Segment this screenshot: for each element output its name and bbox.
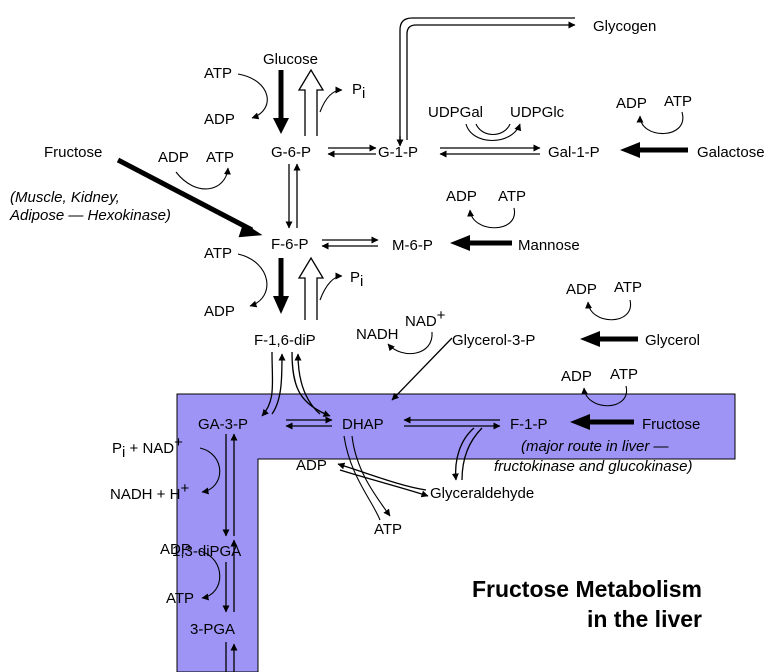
title-line-2: in the liver — [587, 606, 702, 632]
label-nad: NAD+ — [405, 307, 446, 330]
adp-atp-curve-2 — [175, 167, 231, 190]
arrowhead-fructose-f6p — [238, 222, 263, 238]
arrow-ga3p-side-to-glyceraldehyde — [339, 469, 429, 498]
arrowhead-fructose-f1p — [570, 414, 590, 430]
arrowhead-glucose-g6p — [273, 118, 289, 134]
nad-nadh-curve — [387, 331, 433, 355]
arrow-glyceraldehyde-to-ga3p-side — [337, 462, 427, 491]
adp-label-4: ADP — [204, 303, 235, 320]
note-muscle-1: (Muscle, Kidney, — [10, 189, 120, 206]
atp-adp-curve-7 — [581, 385, 627, 407]
label-udpglc: UDPGlc — [510, 104, 565, 121]
dhap-atp-curve-2 — [343, 435, 381, 521]
arrow-g1p-to-glycogen — [406, 21, 576, 140]
pi-label-1: Pi — [352, 81, 365, 102]
line-g1p-glycogen-up — [399, 17, 575, 140]
note-liver-2: fructokinase and glucokinase) — [494, 458, 692, 475]
arrow-fructose-to-f6p — [116, 157, 254, 233]
arrow-f1p-to-glyceraldehyde — [451, 427, 475, 481]
udp-exchange-curve-2 — [475, 123, 511, 136]
arrowhead-f6p-f16dip — [273, 296, 289, 314]
arrow-glycerol3p-to-dhap — [391, 337, 453, 401]
note-muscle-2: Adipose — Hexokinase) — [9, 207, 171, 224]
label-dhap: DHAP — [342, 416, 384, 433]
atp-label-liver: ATP — [166, 590, 194, 607]
atp-label-1: ATP — [204, 65, 232, 82]
atp-adp-curve-4 — [237, 253, 268, 308]
nad-nadh-curve-2 — [199, 447, 221, 495]
hollow-arrow-g6p-to-glucose — [297, 68, 325, 136]
label-glycerol3p: Glycerol-3-P — [452, 332, 535, 349]
label-mannose: Mannose — [518, 237, 580, 254]
arrow-f16dip-to-dhap — [291, 351, 331, 417]
atp-label-3: ATP — [664, 93, 692, 110]
label-pi-nad: Pi + NAD+ — [112, 434, 183, 461]
pi-label-2: Pi — [350, 269, 363, 290]
title-line-1: Fructose Metabolism — [472, 576, 702, 602]
label-m6p: M-6-P — [392, 237, 433, 254]
adp-label-6: ADP — [566, 281, 597, 298]
atp-label-7: ATP — [610, 366, 638, 383]
adp-label-5: ADP — [446, 188, 477, 205]
arrowhead-galactose-gal1p — [620, 142, 640, 158]
adp-atp-curve-liver — [199, 550, 221, 601]
atp-adp-curve-5 — [467, 207, 515, 229]
atp-label-6: ATP — [614, 279, 642, 296]
udp-exchange-curve-1 — [465, 123, 522, 142]
line-f1p-glyceraldehyde-2 — [461, 427, 483, 481]
adp-label-8: ADP — [296, 457, 327, 474]
label-gal1p: Gal-1-P — [548, 144, 600, 161]
label-galactose: Galactose — [697, 144, 765, 161]
adp-label-7: ADP — [561, 368, 592, 385]
label-glyceraldehyde: Glyceraldehyde — [430, 485, 534, 502]
arrowhead-mannose-m6p — [450, 235, 470, 251]
atp-label-5: ATP — [498, 188, 526, 205]
label-fructose-liver: Fructose — [642, 416, 700, 433]
label-g1p: G-1-P — [378, 144, 418, 161]
atp-adp-curve-1 — [237, 73, 268, 120]
atp-label-2: ATP — [206, 149, 234, 166]
label-nadh-h: NADH + H+ — [110, 480, 189, 503]
label-13dipga: 1,3-diPGA — [172, 543, 241, 560]
adp-label-3: ADP — [616, 95, 647, 112]
note-liver-1: (major route in liver — — [521, 438, 670, 455]
label-g6p: G-6-P — [271, 144, 311, 161]
adp-label-2: ADP — [158, 149, 189, 166]
label-glycogen: Glycogen — [593, 18, 656, 35]
label-fructose-top: Fructose — [44, 144, 102, 161]
arrow-ga3p-to-f16dip — [271, 353, 286, 415]
label-ga3p: GA-3-P — [198, 416, 248, 433]
label-f1p: F-1-P — [510, 416, 548, 433]
label-3pga: 3-PGA — [190, 621, 235, 638]
label-nadh: NADH — [356, 326, 399, 343]
atp-label-8: ATP — [374, 521, 402, 538]
atp-label-4: ATP — [204, 245, 232, 262]
arrowhead-glycerol-g3p — [580, 331, 600, 347]
arrow-dhap-to-f16dip — [294, 353, 321, 415]
atp-adp-curve-3 — [636, 111, 684, 135]
pi-release-curve-2 — [319, 272, 343, 301]
dhap-atp-curve — [351, 435, 391, 517]
adp-label-1: ADP — [204, 111, 235, 128]
label-udpgal: UDPGal — [428, 104, 483, 121]
adp-label-liver: ADP — [160, 541, 191, 558]
label-f16dip: F-1,6-diP — [254, 332, 316, 349]
hollow-arrow-f16dip-to-f6p — [297, 256, 325, 320]
atp-adp-curve-6 — [585, 299, 631, 321]
pi-release-curve-1 — [319, 86, 343, 113]
label-glycerol: Glycerol — [645, 332, 700, 349]
label-glucose: Glucose — [263, 51, 318, 68]
label-f6p: F-6-P — [271, 236, 309, 253]
arrow-f16dip-to-ga3p — [261, 351, 274, 417]
